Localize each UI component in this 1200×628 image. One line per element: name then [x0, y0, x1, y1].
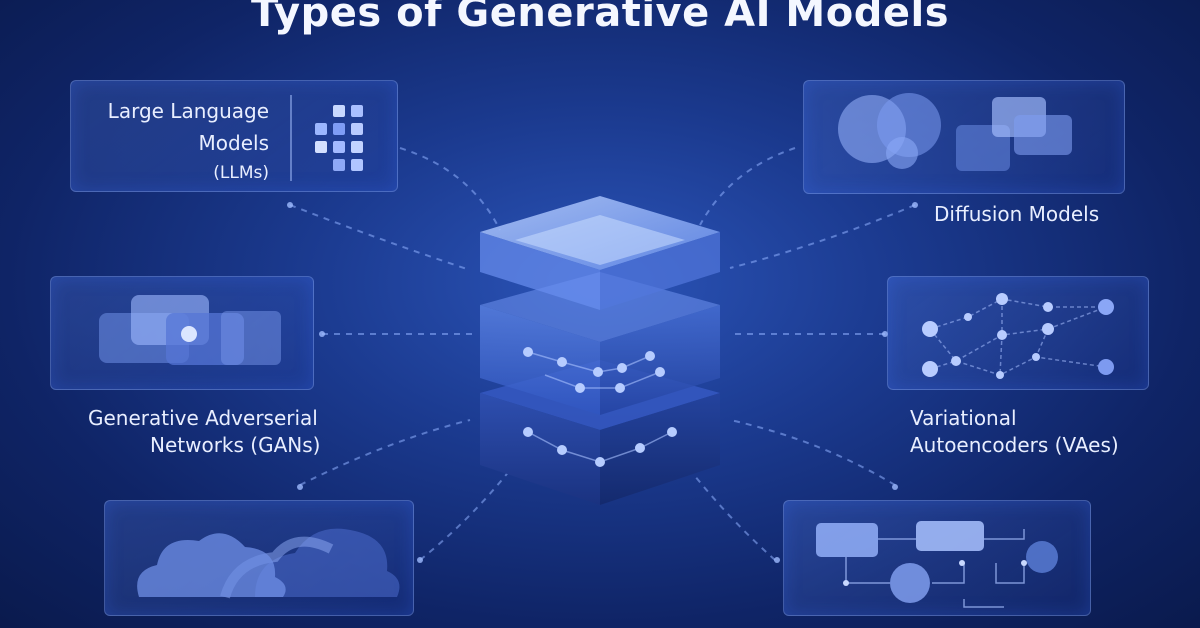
vae-label-line2: Autoencoders (VAes) — [910, 433, 1119, 457]
cloud-icon — [137, 528, 400, 599]
connector-bottom-right — [729, 419, 896, 486]
gan-label-line2: Networks (GANs) — [150, 433, 321, 457]
divider — [290, 95, 292, 181]
llm-label-line2: Models — [198, 131, 269, 155]
llm-label-line1: Large Language — [107, 99, 269, 123]
card-gan — [50, 276, 314, 390]
card-bottom-left — [104, 500, 414, 616]
vae-label-line1: Variational — [910, 406, 1017, 430]
llm-label-line3: (LLMs) — [213, 163, 269, 183]
flowchart-icon — [816, 521, 1058, 608]
connector-llm — [399, 147, 501, 231]
connector-diffusion-lower — [729, 204, 916, 269]
connector-bottom-left-lower — [419, 469, 511, 561]
card-vae — [887, 276, 1149, 390]
connector-dots — [287, 202, 918, 563]
diffusion-label: Diffusion Models — [934, 202, 1100, 226]
connector-bottom-left — [299, 419, 471, 486]
connector-lines — [289, 147, 916, 561]
gan-shapes-icon — [99, 295, 281, 365]
connector-llm-lower — [289, 204, 471, 271]
page-title: Types of Generative AI Models — [251, 0, 949, 36]
token-grid-icon — [315, 105, 363, 171]
connector-diffusion — [699, 147, 796, 226]
card-bottom-right — [783, 500, 1091, 616]
gan-label-line1: Generative Adverserial — [88, 406, 318, 430]
connector-bottom-right-lower — [689, 469, 776, 561]
central-stack-icon — [480, 196, 720, 505]
card-llm: Large Language Models (LLMs) — [70, 80, 398, 192]
diffusion-shapes-icon — [838, 93, 1072, 171]
network-graph-icon — [922, 293, 1114, 379]
card-diffusion — [803, 80, 1125, 194]
